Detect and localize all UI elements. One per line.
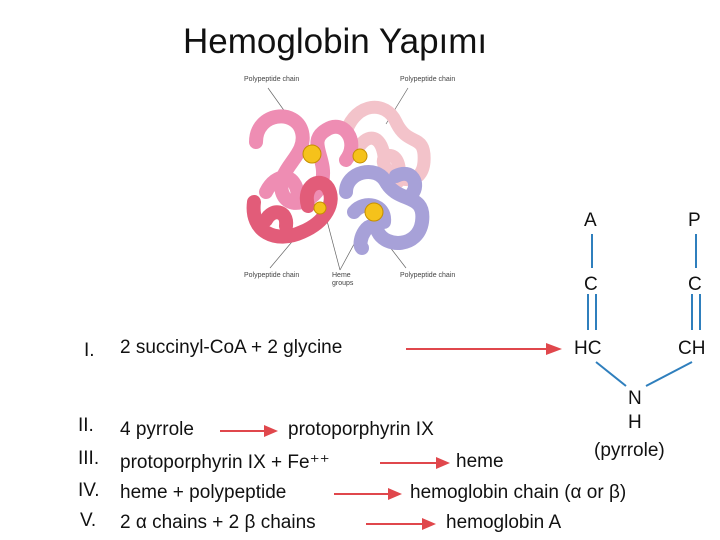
- step-3-product: heme: [456, 451, 504, 472]
- step-5-product: hemoglobin A: [446, 512, 562, 533]
- pyrrole-atom-h: H: [628, 412, 642, 433]
- pyrrole-structure: [587, 234, 701, 387]
- step-1-reactants: 2 succinyl-CoA + 2 glycine: [120, 337, 343, 358]
- step-4-arrow: [334, 488, 402, 500]
- step-2-arrow: [220, 425, 278, 437]
- step-3-arrow: [380, 457, 450, 469]
- step-5-arrow: [366, 518, 436, 530]
- label-polypeptide-chain-tl: Polypeptide chain: [244, 76, 300, 83]
- label-heme-groups: Heme groups: [332, 272, 354, 287]
- label-polypeptide-chain-br: Polypeptide chain: [400, 272, 456, 279]
- pyrrole-atom-c-left: C: [584, 274, 598, 295]
- step-3-reactants: protoporphyrin IX + Fe⁺⁺: [120, 452, 330, 473]
- step-4-number: IV.: [78, 480, 100, 501]
- step-5-reactants: 2 α chains + 2 β chains: [120, 512, 316, 533]
- step-4-reactants: heme + polypeptide: [120, 482, 287, 503]
- step-2-reactants: 4 pyrrole: [120, 419, 194, 440]
- step-3-number: III.: [78, 448, 100, 469]
- step-5-number: V.: [80, 510, 97, 531]
- pyrrole-atom-p: P: [688, 210, 701, 231]
- pyrrole-atom-c-right: C: [688, 274, 702, 295]
- step-2-product: protoporphyrin IX: [288, 419, 434, 440]
- step-1-number: I.: [84, 340, 95, 361]
- hemoglobin-illustration: Polypeptide chain Polypeptide chain Poly…: [236, 72, 455, 290]
- pyrrole-atom-a: A: [584, 210, 597, 231]
- step-1-arrow: [406, 343, 562, 355]
- hemoglobin-molecule-graphic: [246, 87, 431, 271]
- step-4-product: hemoglobin chain (α or β): [410, 482, 627, 503]
- pyrrole-atom-ch: CH: [678, 338, 706, 359]
- pyrrole-caption: (pyrrole): [594, 440, 665, 461]
- pyrrole-atom-n: N: [628, 388, 642, 409]
- label-polypeptide-chain-tr: Polypeptide chain: [400, 76, 456, 83]
- pyrrole-atom-hc: HC: [574, 338, 602, 359]
- page-title: Hemoglobin Yapımı: [183, 22, 488, 61]
- label-polypeptide-chain-bl: Polypeptide chain: [244, 272, 300, 279]
- step-2-number: II.: [78, 415, 94, 436]
